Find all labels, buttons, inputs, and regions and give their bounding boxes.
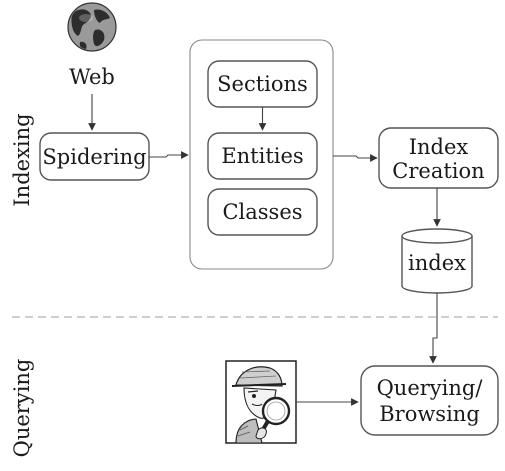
arrow-spidering-to-container bbox=[149, 151, 189, 159]
index-creation-node bbox=[378, 127, 499, 189]
web-label: Web bbox=[69, 65, 115, 89]
entities-node bbox=[207, 132, 318, 180]
arrow-container-to-index-creation bbox=[333, 154, 378, 162]
querying-section-label: Querying bbox=[10, 359, 34, 458]
detective-magnifier-icon bbox=[225, 360, 297, 444]
globe-icon bbox=[67, 2, 117, 52]
sections-label: Sections bbox=[217, 72, 308, 96]
classes-label: Classes bbox=[222, 200, 302, 224]
index-label: index bbox=[408, 251, 466, 275]
index-database bbox=[401, 228, 473, 294]
arrow-index-to-querying bbox=[429, 293, 438, 364]
querying-browsing-label-line1: Querying/ bbox=[377, 376, 484, 400]
entities-label: Entities bbox=[221, 144, 303, 168]
index-creation-label-line2: Creation bbox=[392, 159, 484, 183]
classes-node bbox=[207, 188, 318, 236]
spidering-label: Spidering bbox=[42, 145, 146, 169]
indexing-section-label: Indexing bbox=[10, 113, 34, 206]
querying-browsing-node bbox=[360, 365, 499, 436]
index-creation-label-line1: Index bbox=[409, 135, 469, 159]
querying-browsing-label-line2: Browsing bbox=[379, 402, 480, 426]
